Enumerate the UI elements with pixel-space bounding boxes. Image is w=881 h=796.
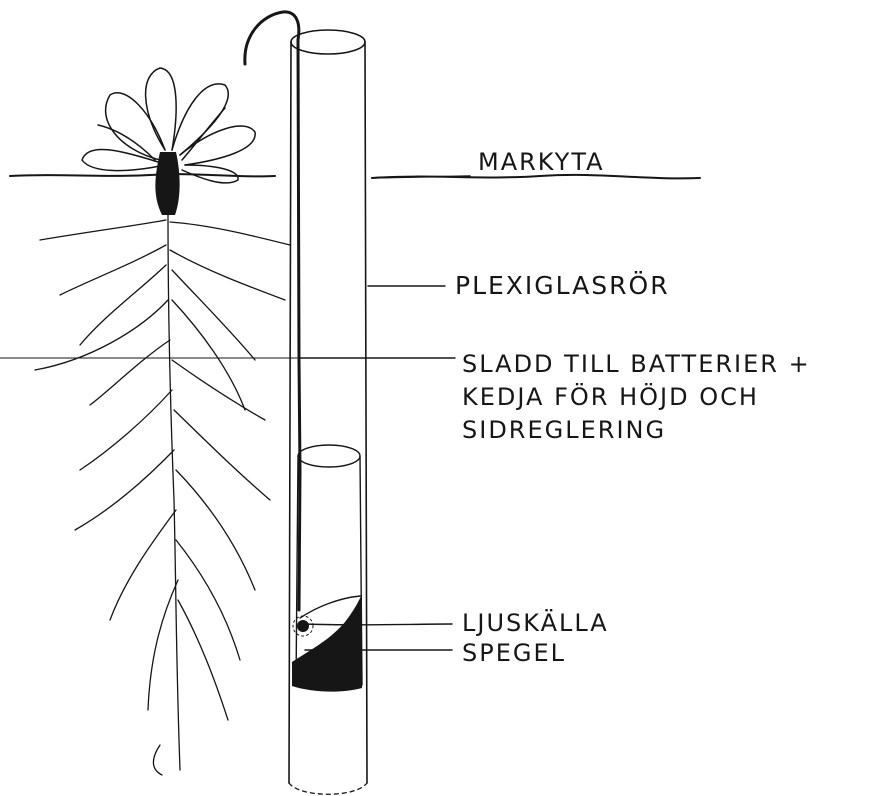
plant-crown [155,152,179,215]
root-system [35,215,290,775]
plexiglas-tube-bottom [289,783,367,794]
label-sladd-line-3: SIDREGLERING [462,418,666,442]
cable-and-chain [298,40,300,610]
light-source [297,620,309,632]
inner-cylinder-top [298,445,360,467]
plexiglas-tube-top [291,30,365,54]
mirror-shape [292,594,362,692]
leader-ljuskalla [306,624,452,625]
label-spegel: SPEGEL [462,641,566,665]
inner-cylinder-left-wall [296,456,298,685]
plexiglas-tube-left-wall [289,42,291,783]
label-ljuskalla: LJUSKÄLLA [462,611,609,635]
plexiglas-tube-right-wall [365,42,367,783]
label-sladd-line-2: KEDJA FÖR HÖJD OCH [462,385,759,409]
label-sladd-line-1: SLADD TILL BATTERIER + [462,352,811,376]
label-plexiglasror: PLEXIGLASRÖR [455,273,670,298]
label-markyta: MARKYTA [478,150,605,174]
